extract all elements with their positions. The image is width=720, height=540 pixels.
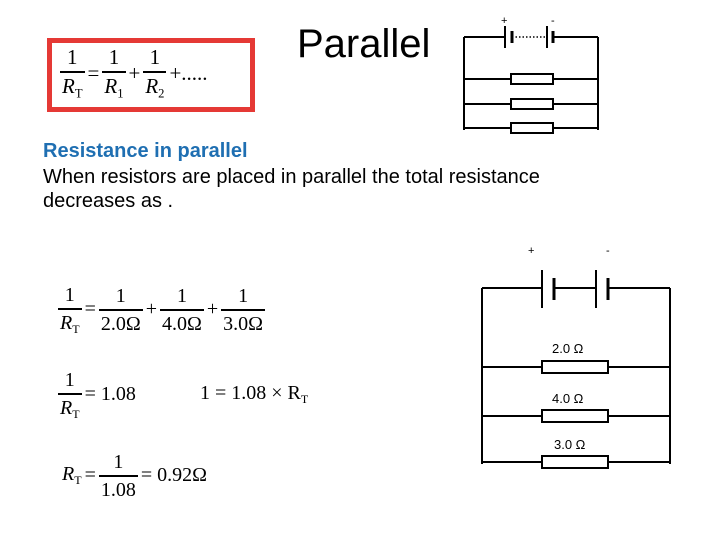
section-heading: Resistance in parallel — [43, 140, 248, 162]
minus-label: - — [606, 245, 610, 257]
ellipsis-term: +..... — [169, 60, 208, 85]
resistor-label: 3.0 Ω — [554, 437, 586, 452]
body-paragraph: When resistors are placed in parallel th… — [43, 166, 540, 212]
frac-denominator: R — [62, 73, 75, 98]
general-formula: 1 RT = 1 R1 + 1 R2 +..... — [60, 47, 211, 100]
bottom-parallel-circuit: + - 2.0 Ω 4.0 Ω 3.0 Ω — [481, 245, 671, 469]
resistor-label: 2.0 Ω — [552, 341, 584, 356]
resistor-3ohm — [541, 455, 609, 469]
top-parallel-circuit: + - — [463, 15, 599, 134]
equation-result: RT = 1 1.08 = 0.92Ω — [62, 452, 210, 500]
plus-sign: + — [128, 60, 141, 85]
equals-sign: = — [87, 60, 100, 85]
equation-rearranged: 1 = 1.08 × RT — [200, 382, 309, 407]
frac-numerator: 1 — [67, 45, 78, 69]
plus-label: + — [501, 15, 507, 27]
resistor-label: 4.0 Ω — [552, 391, 584, 406]
final-result: = 0.92Ω — [140, 464, 207, 487]
minus-label: - — [551, 15, 555, 27]
equation-sum: 1 RT = 1 2.0Ω + 1 4.0Ω + 1 3.0Ω — [58, 284, 266, 336]
resistor — [510, 73, 554, 85]
equation-reciprocal: 1 RT = 1.08 — [58, 369, 136, 421]
slide-title: Parallel — [297, 22, 431, 66]
plus-label: + — [528, 245, 534, 257]
resistor-4ohm — [541, 409, 609, 423]
general-formula-box: 1 RT = 1 R1 + 1 R2 +..... — [47, 38, 255, 112]
resistor-2ohm — [541, 360, 609, 374]
resistor — [510, 98, 554, 110]
resistor — [510, 122, 554, 134]
